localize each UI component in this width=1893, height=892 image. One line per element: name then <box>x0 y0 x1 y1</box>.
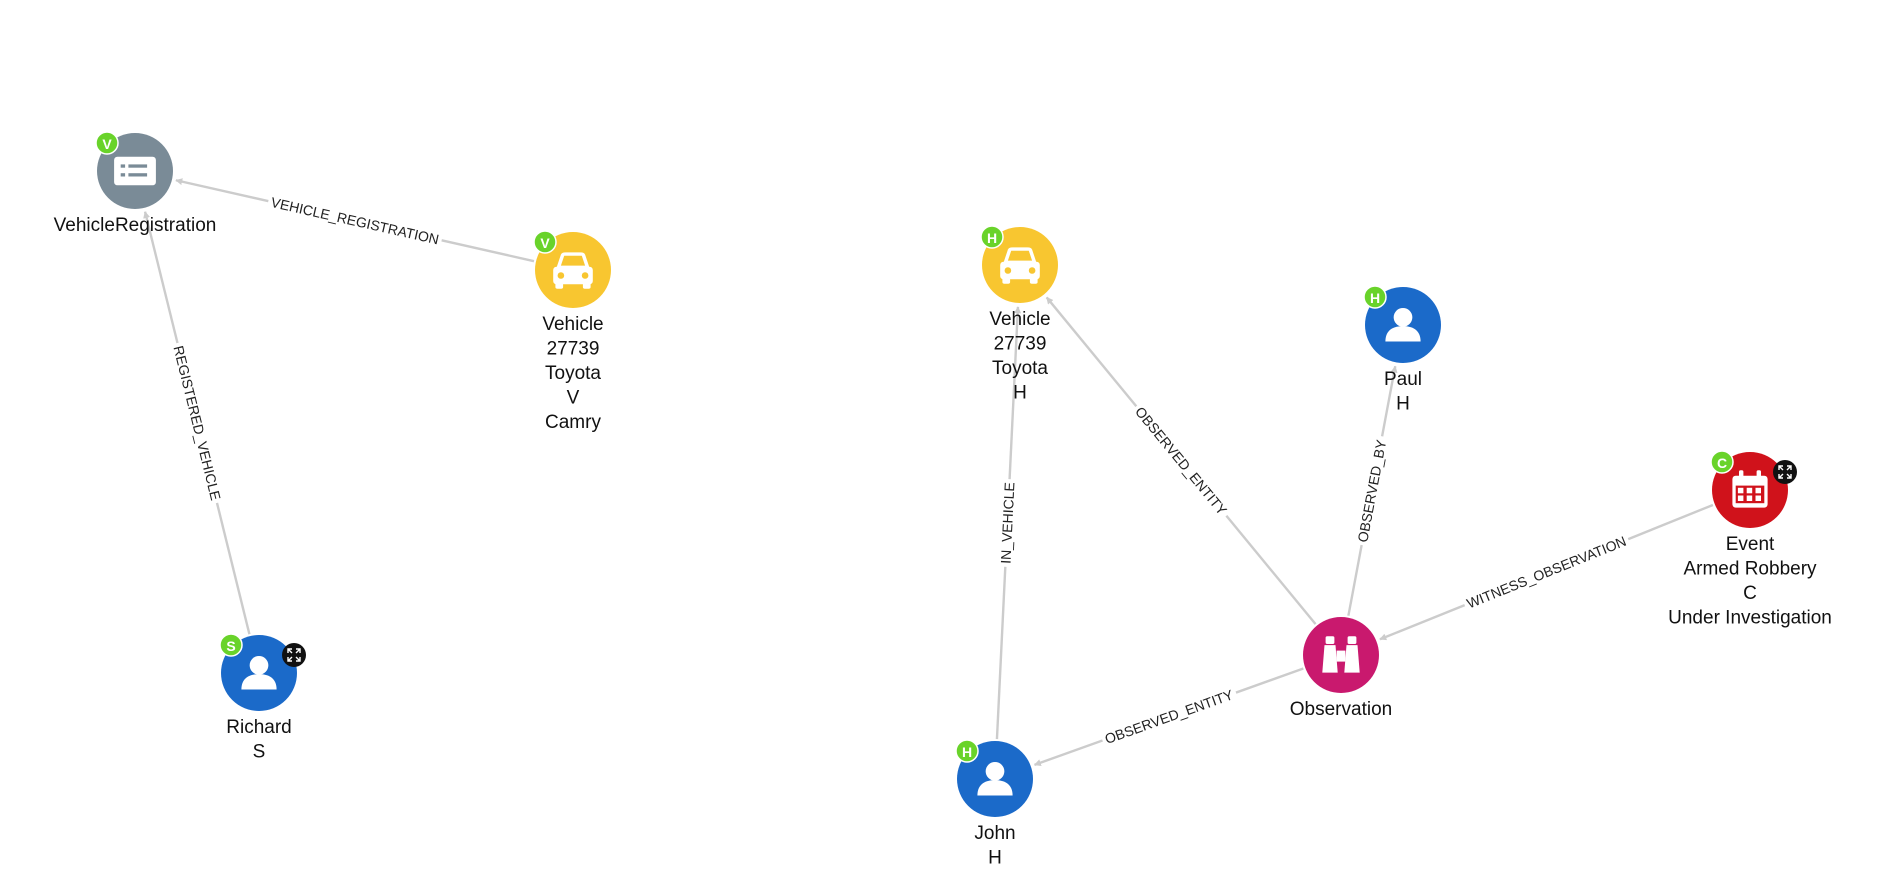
status-badge <box>219 633 243 657</box>
node-label-line: V <box>567 388 580 409</box>
edge-label-group: OBSERVED_ENTITY <box>1129 400 1234 522</box>
edge-label-group: OBSERVED_ENTITY <box>1099 684 1240 749</box>
node-label-line: Vehicle <box>542 314 603 335</box>
node-label-line: Event <box>1726 534 1775 555</box>
edge-event-obs[interactable]: WITNESS_OBSERVATION <box>1379 503 1714 641</box>
edge-label-background <box>1129 400 1234 522</box>
status-badge <box>1710 450 1734 474</box>
edge-label: OBSERVED_ENTITY <box>1132 404 1231 519</box>
edge-john-veh2[interactable]: IN_VEHICLE <box>995 306 1022 740</box>
node-label-line: 27739 <box>994 334 1047 355</box>
edges-layer: VEHICLE_REGISTRATION REGISTERED_VEHICLE IN… <box>143 178 1714 766</box>
edge-label: OBSERVED_ENTITY <box>1103 686 1236 747</box>
nodes-layer: VVehicleRegistrationVVehicle27739ToyotaV… <box>54 131 1832 869</box>
node-label-line: Armed Robbery <box>1683 559 1817 580</box>
edge-label-background <box>996 478 1019 568</box>
edge-label-background <box>168 340 226 506</box>
edge-obs-paul[interactable]: OBSERVED_BY <box>1347 365 1398 616</box>
edge-label-background <box>1461 530 1632 614</box>
node-label-line: Camry <box>545 412 601 433</box>
node-label-line: Toyota <box>545 363 601 384</box>
edge-label: VEHICLE_REGISTRATION <box>269 194 440 247</box>
edge-obs-john[interactable]: OBSERVED_ENTITY <box>1033 667 1304 766</box>
node-label-line: Toyota <box>992 358 1048 379</box>
node-label-line: H <box>1396 394 1410 415</box>
edge-label: OBSERVED_BY <box>1354 438 1389 544</box>
expand-icon[interactable] <box>282 643 306 667</box>
edge-label-background <box>1352 434 1391 547</box>
node-label-line: S <box>253 742 266 763</box>
status-badge <box>980 225 1004 249</box>
status-badge <box>955 739 979 763</box>
node-label-line: 27739 <box>547 339 600 360</box>
status-badge-letter: H <box>987 230 997 246</box>
node-label-line: Richard <box>226 717 291 738</box>
node-label-line: Under Investigation <box>1668 608 1832 629</box>
node-label-line: VehicleRegistration <box>54 215 217 236</box>
edge-label-group: IN_VEHICLE <box>996 478 1019 568</box>
edge-label-background <box>266 192 444 250</box>
node-label-line: Vehicle <box>989 309 1050 330</box>
node-obs[interactable]: Observation <box>1290 617 1392 720</box>
edge-label: WITNESS_OBSERVATION <box>1464 533 1628 612</box>
edge-label-group: OBSERVED_BY <box>1352 434 1391 547</box>
edge-label: IN_VEHICLE <box>997 482 1017 564</box>
status-badge-letter: S <box>226 638 235 654</box>
edge-label-background <box>1099 684 1240 749</box>
status-badge-letter: V <box>540 235 550 251</box>
status-badge <box>1363 285 1387 309</box>
status-badge-letter: C <box>1717 455 1727 471</box>
registration-card-icon <box>114 156 156 186</box>
edge-label-group: VEHICLE_REGISTRATION <box>266 192 444 250</box>
edge-label: REGISTERED_VEHICLE <box>170 344 224 502</box>
edge-label-group: REGISTERED_VEHICLE <box>168 340 226 506</box>
node-label-line: Paul <box>1384 369 1422 390</box>
status-badge <box>95 131 119 155</box>
edge-veh1-vreg[interactable]: VEHICLE_REGISTRATION <box>175 178 535 263</box>
node-label-line: C <box>1743 583 1757 604</box>
status-badge <box>533 230 557 254</box>
edge-label-group: WITNESS_OBSERVATION <box>1461 530 1632 614</box>
node-vreg[interactable]: V VehicleRegistration <box>54 131 217 236</box>
node-label-line: Observation <box>1290 699 1392 720</box>
edge-obs-veh2[interactable]: OBSERVED_ENTITY <box>1045 296 1317 625</box>
calendar-icon <box>1732 470 1768 508</box>
node-label-line: H <box>988 848 1002 869</box>
node-label-line: John <box>974 823 1015 844</box>
edge-richard-vreg[interactable]: REGISTERED_VEHICLE <box>143 211 251 635</box>
expand-icon[interactable] <box>1773 460 1797 484</box>
node-label-line: H <box>1013 383 1027 404</box>
status-badge-letter: V <box>102 136 112 152</box>
status-badge-letter: H <box>1370 290 1380 306</box>
status-badge-letter: H <box>962 744 972 760</box>
